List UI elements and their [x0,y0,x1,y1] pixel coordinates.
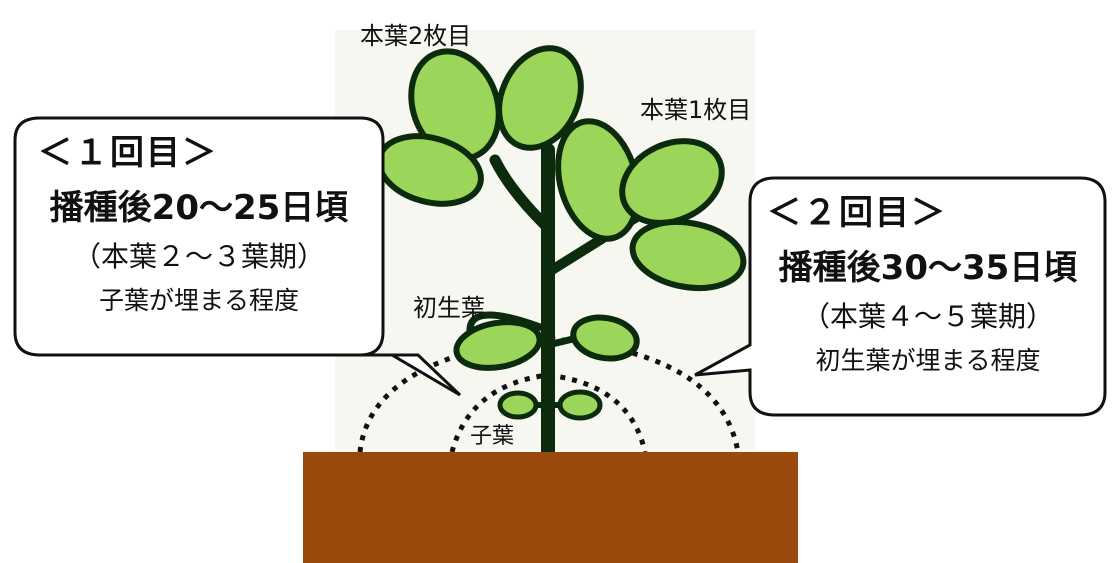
callout-first-note: 子葉が埋まる程度 [98,286,299,315]
callout-1-shape [13,116,462,397]
callout-2-shape [694,176,1107,417]
soil [303,452,798,563]
true-leaf-1 [555,118,747,291]
callout-first-stage: （本葉２～３葉期） [72,240,325,273]
true-leaf-1-label: 本葉1枚目 [640,96,752,124]
cotyledons [497,389,603,421]
callout-second-stage: （本葉４～５葉期） [801,300,1054,333]
true-leaf-2-label: 本葉2枚目 [360,22,472,50]
callout-first-timing: 播種後20～25日頃 [49,188,349,228]
primary-leaf-label: 初生葉 [413,294,485,322]
hilling-line-1 [449,372,648,453]
callout-second-heading: ＜２回目＞ [767,193,947,233]
callout-second-timing: 播種後30～35日頃 [778,248,1078,288]
callout-first: ＜１回目＞ 播種後20～25日頃 （本葉２～３葉期） 子葉が埋まる程度 [18,125,380,317]
cotyledon-label: 子葉 [470,424,515,449]
true-leaf-2 [376,45,584,207]
callout-second: ＜２回目＞ 播種後30～35日頃 （本葉４～５葉期） 初生葉が埋まる程度 [753,185,1103,377]
primary-leaves [453,314,640,371]
callout-second-note: 初生葉が埋まる程度 [815,346,1041,375]
callout-first-heading: ＜１回目＞ [38,133,218,173]
